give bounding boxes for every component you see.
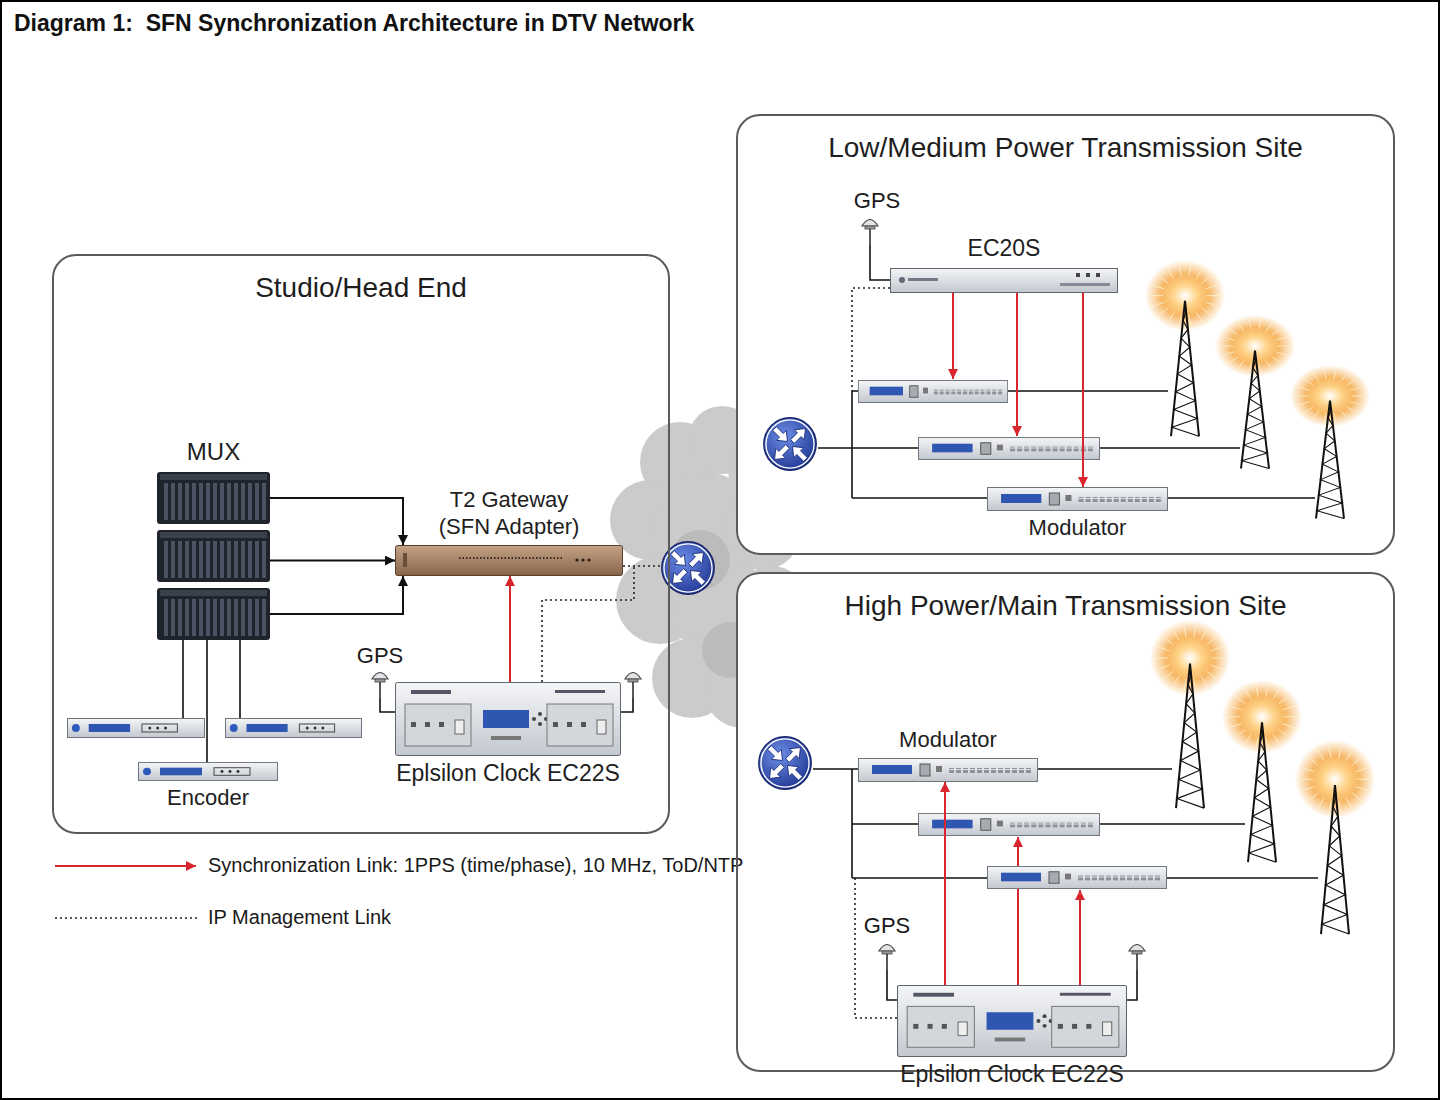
device-node: Modulator (858, 758, 1038, 782)
mux-rack (157, 530, 270, 582)
studio-ground (52, 254, 670, 834)
transmitter-tower (1222, 680, 1302, 862)
sync-link (952, 293, 954, 379)
legend-text: Synchronization Link: 1PPS (time/phase),… (208, 854, 743, 877)
region-title: High Power/Main Transmission Site (738, 574, 1393, 622)
transmitter-tower (1290, 365, 1370, 518)
device-node: T2 Gateway (SFN Adapter) (395, 545, 623, 576)
label-holder: T2 Gateway (SFN Adapter) (429, 487, 589, 540)
device-unit (139, 762, 278, 780)
device-unit (858, 380, 1007, 402)
device-graphic (890, 268, 1118, 293)
device-unit (988, 488, 1168, 511)
mux-rack (157, 588, 270, 640)
transmitter-tower (1145, 260, 1225, 436)
device-unit (396, 546, 623, 576)
connector (270, 498, 403, 545)
transmitter-tower (1295, 740, 1375, 934)
device-graphic (395, 545, 623, 576)
router-icon (662, 418, 817, 790)
label-holder: EC20S (968, 235, 1041, 263)
device-graphic (157, 472, 270, 640)
sync-link (1017, 837, 1019, 985)
transmitter-tower (1150, 620, 1230, 808)
connector (270, 576, 403, 614)
label-holder: Encoder (167, 785, 249, 811)
gps-antenna (879, 945, 895, 971)
region-title: Studio/Head End (54, 256, 668, 304)
connector (944, 782, 946, 985)
mux-rack (157, 472, 270, 524)
label-holder: Eplsilon Clock EC22S (396, 760, 620, 788)
device-label: Modulator (1029, 515, 1127, 541)
device-unit (891, 269, 1118, 293)
device-node: Encoder (138, 762, 278, 781)
device-unit (859, 759, 1038, 782)
site-ground (736, 114, 1395, 555)
feed-line (183, 245, 1318, 1000)
router-icon (764, 418, 817, 471)
device-label: T2 Gateway (SFN Adapter) (429, 487, 589, 540)
device-node: Eplsilon Clock EC22S (395, 682, 621, 756)
gps-label: GPS (357, 643, 403, 669)
device-graphic (395, 682, 621, 756)
ip-management-link (542, 288, 897, 1018)
gps-label: GPS (864, 913, 910, 939)
device-unit (67, 719, 204, 738)
device-unit (225, 719, 361, 738)
label-holder: Eplsilon Clock EC22S (900, 1061, 1124, 1089)
region-title: Low/Medium Power Transmission Site (738, 116, 1393, 164)
connector (509, 576, 511, 682)
device-unit (396, 683, 621, 756)
device-label: Eplsilon Clock EC22S (900, 1061, 1124, 1089)
connector (1082, 293, 1084, 487)
label-holder: Modulator (899, 727, 997, 753)
sync-link (1016, 293, 1018, 436)
device-node: Modulator (987, 487, 1168, 511)
label-holder: MUX (187, 438, 240, 467)
device-node: MUX (157, 472, 270, 640)
device-graphic (138, 762, 278, 781)
device-label: Modulator (899, 727, 997, 753)
feed-line (183, 640, 240, 762)
device-unit (919, 437, 1100, 459)
label-holder: Modulator (1029, 515, 1127, 541)
device-label: Encoder (167, 785, 249, 811)
diagram-title: Diagram 1: SFN Synchronization Architect… (14, 10, 694, 37)
device-graphic (897, 985, 1127, 1057)
gps-label: GPS (854, 188, 900, 214)
ip-management-link (852, 288, 890, 390)
device-graphic (858, 758, 1038, 782)
sync-link (1079, 890, 1081, 985)
gps-antenna (1129, 945, 1145, 971)
legend-sample (55, 917, 200, 919)
connector (270, 560, 395, 562)
device-label: Eplsilon Clock EC22S (396, 760, 620, 788)
gps-antenna (862, 220, 878, 246)
site-region: High Power/Main Transmission SiteModulat… (736, 572, 1395, 1072)
ip-management-link (542, 566, 660, 682)
site-region: Low/Medium Power Transmission SiteEC20S M… (736, 114, 1395, 555)
device-label: EC20S (968, 235, 1041, 263)
legend-sample (55, 866, 200, 918)
device-label: MUX (187, 438, 240, 467)
device-graphic (987, 487, 1168, 511)
device-unit (67, 380, 1166, 888)
ip-management-link (855, 878, 897, 1018)
device-node: EC20S (890, 268, 1118, 293)
legend-sample (55, 865, 196, 867)
gps-antenna (625, 673, 641, 699)
transmitter-tower (1215, 315, 1295, 468)
site-region: Studio/Head EndMUX T2 Gateway (SFN Adapte… (52, 254, 670, 834)
device-unit (898, 985, 1127, 1056)
router-icon (759, 737, 812, 790)
device-node: Eplsilon Clock EC22S (897, 985, 1127, 1057)
device-unit (988, 866, 1167, 888)
site-ground (736, 572, 1395, 1072)
gps-antenna (372, 673, 388, 699)
legend-text: IP Management Link (208, 906, 391, 929)
